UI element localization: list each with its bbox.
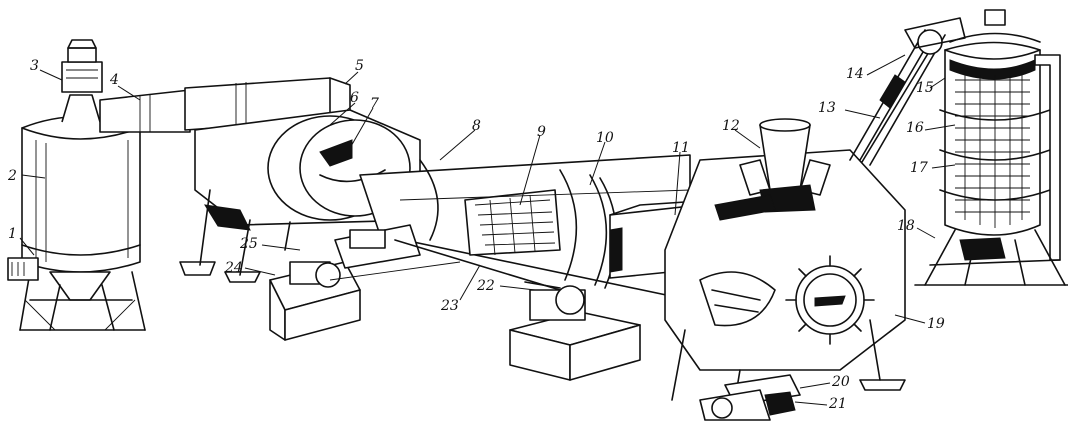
callout-6: 6 [350,90,359,106]
discharge-chamber [609,118,906,421]
leader-lines [19,54,956,406]
callout-2: 2 [7,168,17,184]
drive-assembly [269,224,641,381]
callout-22: 22 [476,278,495,294]
callout-18: 18 [897,218,915,234]
cyclone-dust-collector [7,39,146,331]
callout-13: 13 [818,100,836,116]
callout-23: 23 [440,298,459,314]
callout-4: 4 [109,72,119,88]
callout-15: 15 [916,80,934,96]
callout-1: 1 [8,226,17,242]
right-separator [914,9,1068,286]
callout-3: 3 [30,58,39,74]
callout-7: 7 [370,96,379,112]
callout-5: 5 [355,58,364,74]
callout-24: 24 [224,260,243,276]
loading-chamber [179,109,421,283]
callout-10: 10 [596,130,614,146]
callout-21: 21 [828,396,847,412]
callout-11: 11 [672,140,690,156]
callout-20: 20 [831,374,850,390]
callout-25: 25 [239,236,258,252]
rotary-drum [359,154,691,301]
bucket-elevator [849,17,966,166]
callout-16: 16 [906,120,924,136]
callout-9: 9 [537,124,546,140]
callout-12: 12 [722,118,740,134]
callout-19: 19 [927,316,945,332]
callout-17: 17 [910,160,928,176]
callout-8: 8 [472,118,481,134]
callout-labels: 1 2 3 4 5 6 7 8 9 10 11 12 13 14 15 16 1… [7,58,945,412]
callout-14: 14 [846,66,864,82]
